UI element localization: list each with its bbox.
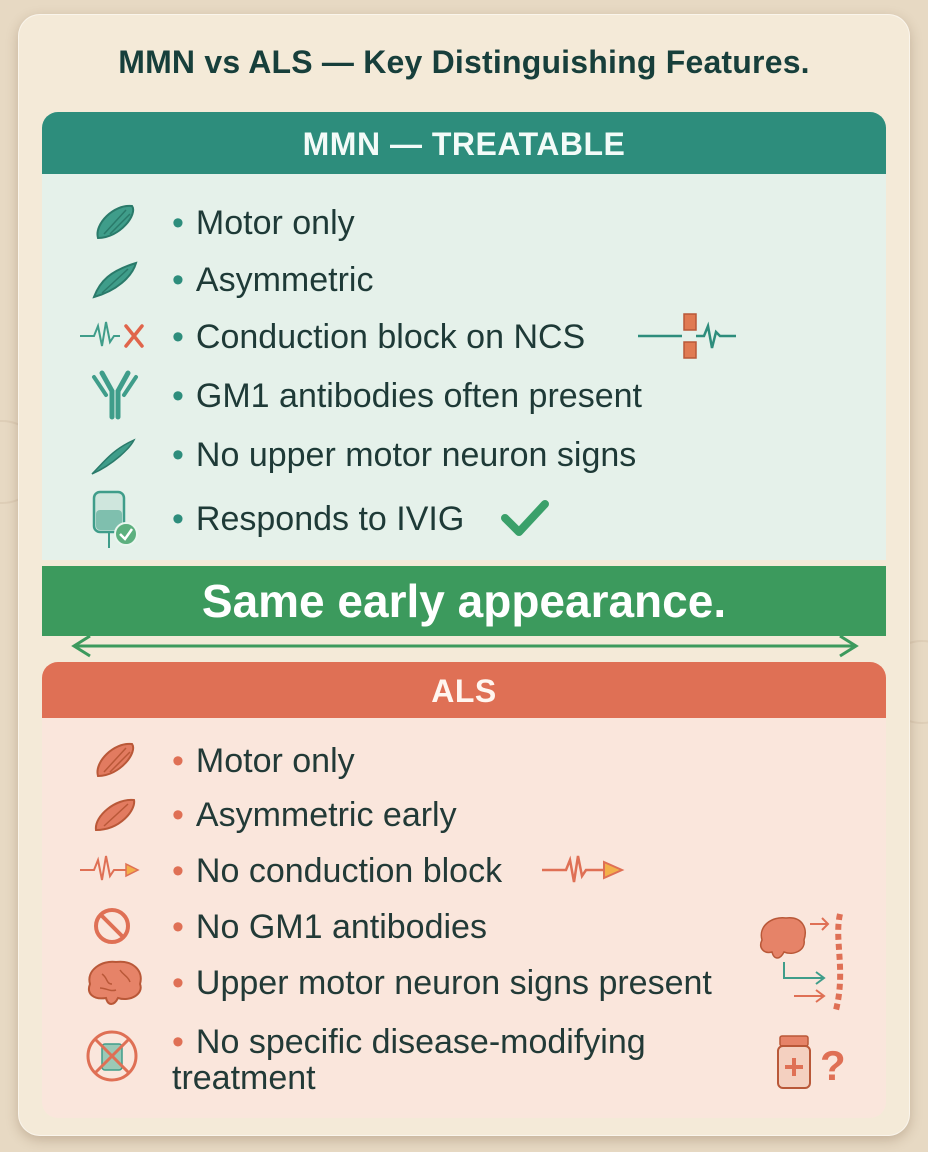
list-item: No specific disease-modifying treatment — [42, 1020, 886, 1100]
list-item: Asymmetric — [42, 251, 886, 307]
item-label: Upper motor neuron signs present — [172, 964, 712, 1003]
item-label: No upper motor neuron signs — [172, 436, 636, 475]
antibody-icon — [92, 370, 138, 420]
item-label: Motor only — [172, 742, 355, 781]
muscle-icon — [96, 742, 135, 778]
item-label: Responds to IVIG — [172, 500, 464, 539]
item-label: Motor only — [172, 204, 355, 243]
list-item: Responds to IVIG — [42, 486, 886, 552]
item-label: Asymmetric early — [172, 796, 457, 835]
list-item: Asymmetric early — [42, 786, 886, 842]
nerve-signal-blocked-icon — [80, 321, 144, 348]
muscle-asymmetric-icon — [92, 261, 138, 299]
page-title: MMN vs ALS — Key Distinguishing Features… — [118, 44, 810, 80]
mmn-panel: MMN — TREATABLE Motor only Asymmetric Co… — [42, 112, 886, 560]
prohibited-icon — [94, 908, 130, 944]
list-item: GM1 antibodies often present — [42, 367, 886, 423]
mmn-header: MMN — TREATABLE — [42, 112, 886, 174]
item-label: Asymmetric — [172, 261, 374, 300]
muscle-icon — [96, 204, 135, 240]
list-item: No conduction block — [42, 842, 886, 898]
no-treatment-icon — [86, 1030, 138, 1082]
list-item: Motor only — [42, 194, 886, 250]
list-item: No upper motor neuron signs — [42, 426, 886, 482]
conduction-block-icon — [638, 313, 736, 359]
als-panel: ALS Motor only Asymmetric early No condu… — [42, 662, 886, 1118]
muscle-icon — [94, 798, 136, 832]
double-arrow-icon — [71, 634, 859, 658]
list-item: Upper motor neuron signs present — [42, 954, 886, 1010]
checkmark-icon — [501, 500, 549, 536]
item-label: No specific disease-modifying treatment — [172, 1024, 712, 1096]
banner: Same early appearance. — [42, 566, 886, 636]
medicine-bottle-icon: ? — [777, 1035, 846, 1089]
item-label: No conduction block — [172, 852, 502, 891]
brain-spine-icon — [760, 913, 844, 1011]
item-label: No GM1 antibodies — [172, 908, 487, 947]
nerve-signal-icon — [80, 855, 140, 881]
list-item: No GM1 antibodies — [42, 898, 886, 954]
svg-text:?: ? — [820, 1042, 846, 1089]
list-item: Motor only — [42, 732, 886, 788]
nerve-signal-icon — [542, 855, 625, 883]
iv-bag-icon — [92, 490, 138, 548]
item-label: Conduction block on NCS — [172, 318, 585, 357]
item-label: GM1 antibodies often present — [172, 377, 642, 416]
als-header: ALS — [42, 662, 886, 718]
list-item: Conduction block on NCS — [42, 308, 886, 364]
brain-icon — [88, 960, 142, 1005]
thin-muscle-icon — [91, 438, 136, 475]
